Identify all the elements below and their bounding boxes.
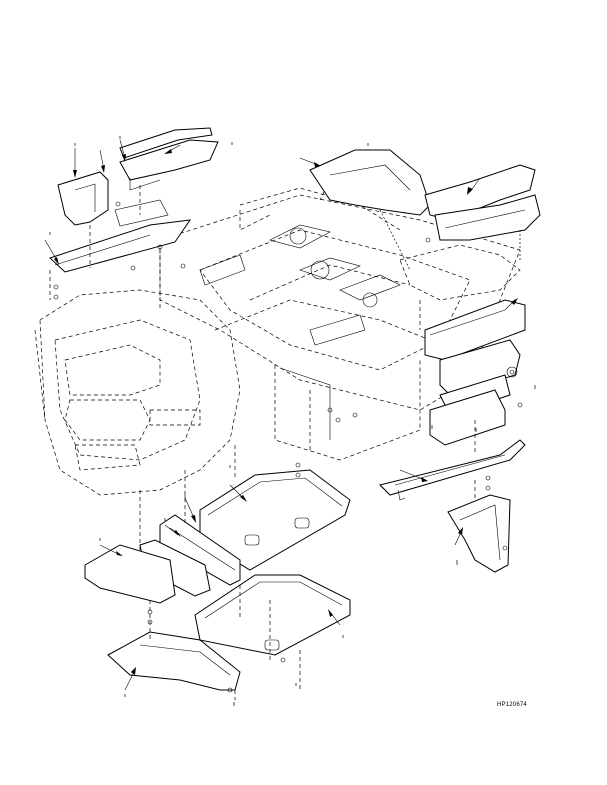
- hardware-fasteners: [53, 201, 523, 693]
- side-shield-right: [447, 494, 511, 573]
- running-board: [379, 439, 526, 501]
- hood-outline: [34, 289, 241, 496]
- battery-box: [424, 299, 526, 446]
- floor-plate-lower: [194, 574, 351, 656]
- leader-lines: [49, 185, 521, 700]
- callout-arrows: [44, 139, 518, 691]
- right-fender-cover: [309, 149, 541, 301]
- floor-mat-left: [84, 539, 211, 604]
- figure-id-label: HP120674: [497, 702, 527, 708]
- callout-markers: [49, 136, 536, 706]
- rear-shield-parts: [49, 127, 219, 273]
